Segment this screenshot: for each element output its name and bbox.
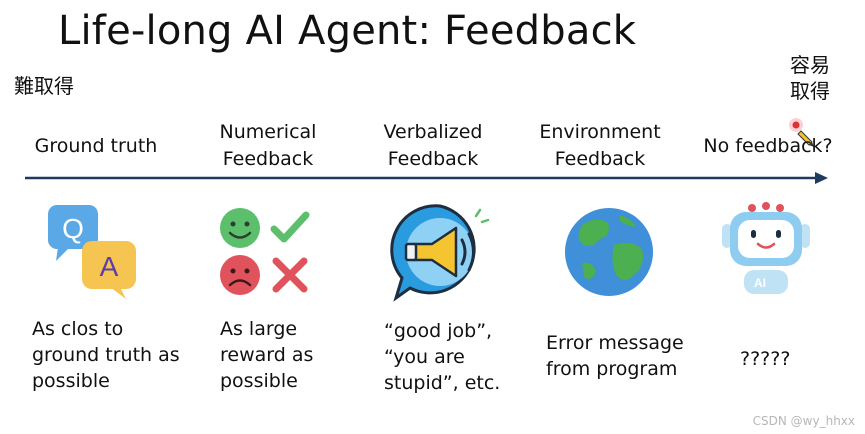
description-ground-truth: As clos to ground truth as possible xyxy=(32,318,180,392)
svg-text:AI: AI xyxy=(754,276,766,290)
watermark: CSDN @wy_hhxx xyxy=(752,414,855,428)
globe-icon xyxy=(565,208,653,296)
description-no-feedback: ????? xyxy=(740,348,791,370)
heading-numerical-feedback: Numerical Feedback xyxy=(219,121,317,170)
difficulty-scale-arrow xyxy=(25,172,828,184)
slide-title: Life-long AI Agent: Feedback xyxy=(58,8,637,54)
laser-pointer-icon xyxy=(789,118,814,147)
heading-verbalized-feedback: Verbalized Feedback xyxy=(383,121,483,170)
heading-no-feedback: No feedback? xyxy=(703,135,833,157)
easy-to-obtain-label: 容易 取得 xyxy=(787,52,833,104)
smiley-check-cross-icon xyxy=(220,208,310,295)
qa-chat-bubbles-icon: Q A xyxy=(48,205,136,299)
description-environment-feedback: Error message from program xyxy=(546,332,684,380)
megaphone-icon xyxy=(390,204,490,302)
hard-to-obtain-label: 難取得 xyxy=(14,74,74,98)
description-numerical-feedback: As large reward as possible xyxy=(220,318,314,392)
heading-environment-feedback: Environment Feedback xyxy=(539,121,661,170)
svg-text:Q: Q xyxy=(62,213,84,244)
easy-label-line1: 容易 xyxy=(790,53,830,77)
description-verbalized-feedback: “good job”, “you are stupid”, etc. xyxy=(384,320,501,394)
svg-text:A: A xyxy=(100,251,119,282)
easy-label-line2: 取得 xyxy=(790,79,830,103)
heading-ground-truth: Ground truth xyxy=(34,135,158,157)
robot-icon: AI xyxy=(722,202,810,294)
